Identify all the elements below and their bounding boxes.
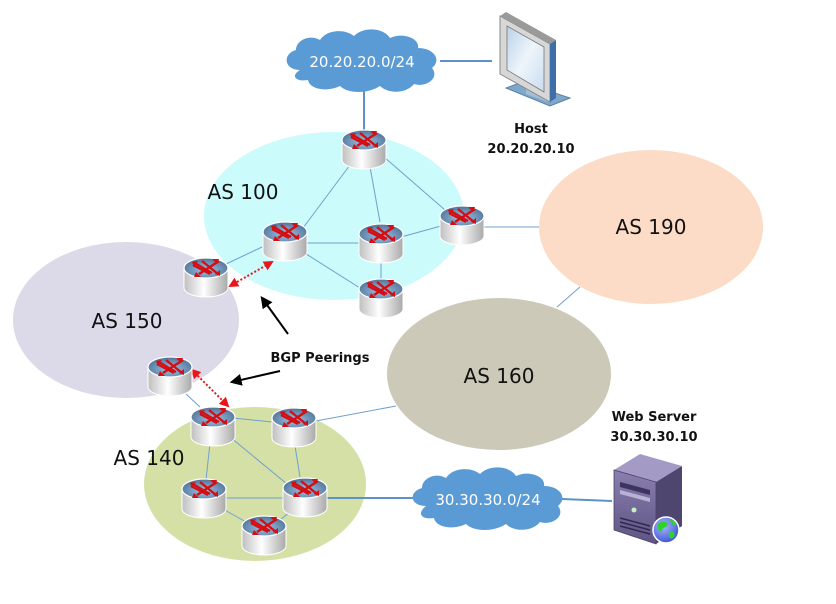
- link-r100left-r100bottom: [302, 251, 361, 289]
- router-icon[interactable]: [438, 204, 486, 247]
- desktop-monitor-icon[interactable]: [499, 12, 572, 107]
- server-name: Web Server: [612, 410, 697, 425]
- bgp-peering-as150-as100: [228, 261, 274, 287]
- cloud-20-label: 20.20.20.0/24: [309, 53, 414, 71]
- link-r140tl-r140tr: [232, 417, 273, 423]
- host-name: Host: [514, 122, 548, 137]
- as-160-region: [387, 298, 611, 450]
- link-r100top-r100left: [299, 164, 351, 233]
- router-icon[interactable]: [357, 222, 405, 265]
- router-icon[interactable]: [189, 405, 237, 448]
- link-r100top-r100mid: [369, 166, 381, 223]
- bgp-peerings-label: BGP Peerings: [271, 351, 370, 366]
- server-ip: 30.30.30.10: [610, 430, 697, 445]
- bgp-peering-as150-as140: [190, 368, 230, 408]
- as-140-region: [144, 407, 366, 561]
- cloud-20-network: 20.20.20.0/24: [286, 29, 437, 93]
- cloud-30-network: 30.30.30.0/24: [412, 467, 563, 530]
- link-r100top-r100right: [383, 156, 446, 211]
- as-190-label: AS 190: [616, 215, 687, 239]
- web-server-icon[interactable]: [613, 454, 682, 545]
- as-190-region: [539, 150, 763, 304]
- as-100-label: AS 100: [208, 180, 279, 204]
- link-as190-as160: [556, 286, 581, 308]
- annotation-arrows: [229, 296, 289, 386]
- router-icon[interactable]: [261, 220, 309, 263]
- router-icon[interactable]: [146, 355, 194, 398]
- link-r140ml-r140bottom: [222, 508, 247, 523]
- annotation-arrow-up: [260, 296, 289, 335]
- cloud-30-label: 30.30.30.0/24: [435, 491, 540, 509]
- annotation-arrow-left: [229, 370, 281, 386]
- globe-icon: [652, 516, 680, 544]
- cloud-shape: [412, 467, 563, 530]
- links: [185, 60, 613, 523]
- router-icon[interactable]: [270, 406, 318, 449]
- link-r140tr-as160: [315, 405, 397, 422]
- as-100-region: [204, 132, 464, 300]
- cloud-shape: [286, 29, 437, 93]
- link-r100mid-r100right: [400, 225, 442, 238]
- router-icon[interactable]: [340, 128, 388, 171]
- link-r140tl-r140mr: [229, 436, 288, 485]
- link-r150bottom-r140topleft: [185, 393, 201, 408]
- as-160-label: AS 160: [464, 364, 535, 388]
- router-icon[interactable]: [240, 514, 288, 557]
- link-r140tl-r140ml: [205, 442, 211, 481]
- as-150-label: AS 150: [92, 309, 163, 333]
- router-icon[interactable]: [180, 477, 228, 520]
- link-r140tr-r140mr: [294, 445, 301, 478]
- router-icon[interactable]: [281, 476, 329, 519]
- link-cloud30-server: [561, 498, 613, 502]
- router-icon[interactable]: [182, 256, 230, 299]
- bgp-peerings: [190, 261, 274, 408]
- router-icon[interactable]: [357, 277, 405, 320]
- as-140-label: AS 140: [114, 446, 185, 470]
- host-ip: 20.20.20.10: [487, 142, 574, 157]
